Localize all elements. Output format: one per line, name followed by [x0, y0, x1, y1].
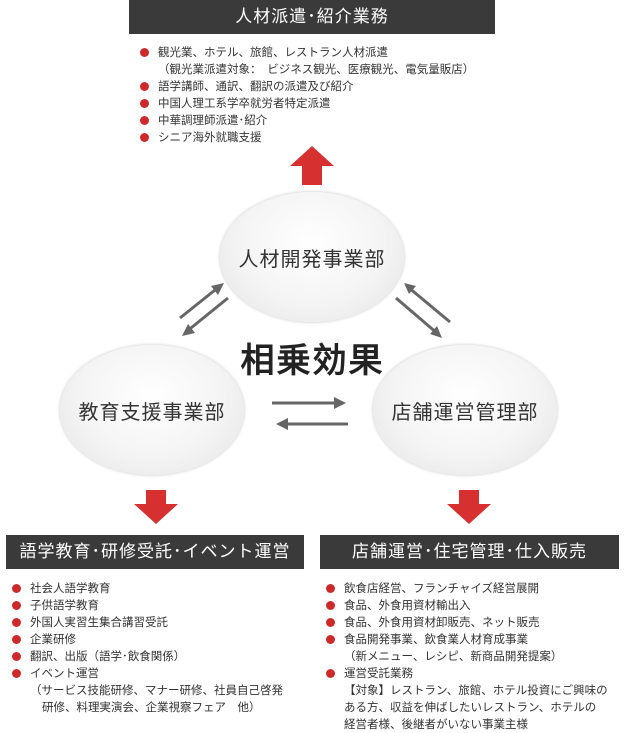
list-item: 食品、外食用資材卸販売、ネット販売	[326, 614, 608, 631]
list-item: 運営受託業務	[326, 665, 608, 682]
list-item: 社会人語学教育	[12, 580, 283, 597]
left-section-list: 社会人語学教育 子供語学教育 外国人実習生集合講習受託 企業研修 翻訳、出版（語…	[12, 580, 283, 716]
list-item: 飲食店経営、フランチャイズ経営展開	[326, 580, 608, 597]
list-item: 食品開発事業、飲食業人材育成事業	[326, 631, 608, 648]
cycle-arrow-right-up	[404, 283, 451, 324]
bullet-icon	[12, 618, 21, 627]
cycle-arrow-right-down	[395, 296, 442, 338]
bullet-icon	[140, 48, 149, 57]
bullet-icon	[12, 652, 21, 661]
down-block-arrow-left	[134, 490, 178, 524]
right-section-list: 飲食店経営、フランチャイズ経営展開 食品、外食用資材輸出入 食品、外食用資材卸販…	[326, 580, 608, 733]
list-item: 中国人理工系学卒就労者特定派遣	[140, 95, 474, 112]
list-sub-note: （サービス技能研修、マナー研修、社員自己啓発	[30, 683, 283, 697]
list-sub-note: 研修、料理実演会、企業視察フェア 他）	[42, 700, 261, 714]
bullet-icon	[326, 618, 335, 627]
list-sub-note: 【対象】レストラン、旅館、ホテル投資にご興味の	[344, 683, 608, 697]
node-tenpo-unei: 店舗運営管理部	[373, 345, 557, 475]
list-item: 中華調理師派遣･紹介	[140, 112, 474, 129]
down-block-arrow-right	[447, 490, 491, 524]
list-item: 外国人実習生集合講習受託	[12, 614, 283, 631]
cycle-arrow-left-down	[182, 296, 229, 336]
bullet-icon	[140, 82, 149, 91]
list-item: 食品、外食用資材輸出入	[326, 597, 608, 614]
list-sub-note: （観光業派遣対象： ビジネス観光、医療観光、電気量販店）	[158, 62, 475, 76]
bullet-icon	[12, 584, 21, 593]
node-jinzai-kaihatsu: 人材開発事業部	[220, 192, 404, 322]
synergy-label: 相乗効果	[240, 341, 385, 381]
bullet-icon	[140, 99, 149, 108]
top-section-header: 人材派遣･紹介業務	[129, 0, 495, 34]
bullet-icon	[140, 116, 149, 125]
left-section-header: 語学教育･研修受託･イベント運営	[6, 535, 304, 569]
node-kyoiku-shien: 教育支援事業部	[60, 345, 244, 475]
list-item: 子供語学教育	[12, 597, 283, 614]
list-item: シニア海外就職支援	[140, 129, 474, 146]
up-block-arrow	[290, 146, 334, 185]
cycle-arrow-left-up	[179, 283, 224, 320]
list-sub-note: （新メニュー、レシピ、新商品開発提案）	[344, 649, 563, 663]
bullet-icon	[326, 669, 335, 678]
list-item: 翻訳、出版（語学･飲食関係）	[12, 648, 283, 665]
list-item: 企業研修	[12, 631, 283, 648]
list-item: 語学講師、通訳、翻訳の派遣及び紹介	[140, 78, 474, 95]
cycle-arrow-bottom-right	[272, 397, 346, 409]
bullet-icon	[326, 584, 335, 593]
bullet-icon	[140, 133, 149, 142]
list-item: 観光業、ホテル、旅館、レストラン人材派遣	[140, 44, 474, 61]
bullet-icon	[12, 669, 21, 678]
bullet-icon	[326, 635, 335, 644]
list-sub-note: 経営者様、後継者がいない事業主様	[344, 717, 528, 731]
bullet-icon	[326, 601, 335, 610]
list-sub-note: ある方、収益を伸ばしたいレストラン、ホテルの	[344, 700, 597, 714]
list-item: イベント運営	[12, 665, 283, 682]
bullet-icon	[12, 601, 21, 610]
cycle-arrow-bottom-left	[276, 418, 348, 430]
top-section-list: 観光業、ホテル、旅館、レストラン人材派遣 （観光業派遣対象： ビジネス観光、医療…	[140, 44, 474, 146]
bullet-icon	[12, 635, 21, 644]
right-section-header: 店舗運営･住宅管理･仕入販売	[320, 535, 619, 569]
